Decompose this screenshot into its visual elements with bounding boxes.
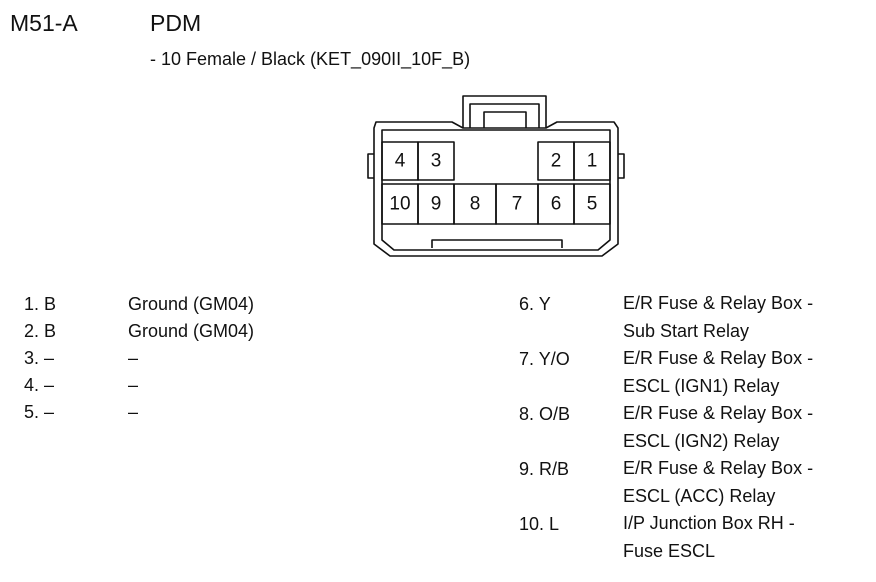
pin-row: 5. – – — [24, 398, 254, 425]
pin-function-line: I/P Junction Box RH - — [623, 513, 795, 533]
pin-number: 7 — [512, 194, 523, 215]
connector-face-diagram: 4 3 2 1 10 9 8 7 6 5 — [367, 95, 625, 257]
pin-number: 1 — [587, 151, 598, 172]
pin-cavity — [417, 141, 455, 181]
pin-function-line: E/R Fuse & Relay Box - — [623, 293, 814, 313]
pin-function-line: E/R Fuse & Relay Box - — [623, 458, 814, 478]
pin-label: 7. Y/O — [519, 349, 570, 369]
pin-label: 1. B — [24, 294, 57, 314]
pin-label: 3. – — [24, 348, 55, 368]
pin-number: 9 — [431, 194, 442, 215]
pin-function: Ground (GM04) — [128, 321, 255, 341]
pin-function-line: E/R Fuse & Relay Box - — [623, 348, 814, 368]
pin-number: 3 — [431, 151, 442, 172]
pin-number: 8 — [470, 194, 481, 215]
component-name: PDM — [150, 10, 202, 36]
pin-row: 2. B Ground (GM04) — [24, 317, 254, 344]
pin-function: – — [128, 348, 139, 368]
pin-row: 3. – – — [24, 344, 254, 371]
pin-function: Ground (GM04) — [128, 294, 255, 314]
pin-label: 2. B — [24, 321, 57, 341]
pin-function: – — [128, 402, 139, 422]
pin-row: 1. B Ground (GM04) — [24, 290, 254, 317]
pin-function-line: E/R Fuse & Relay Box - — [623, 403, 814, 423]
pin-row: 6. Y E/R Fuse & Relay Box - Sub Start Re… — [519, 290, 813, 345]
pin-number: 10 — [389, 194, 410, 215]
pin-row: 8. O/B E/R Fuse & Relay Box - ESCL (IGN2… — [519, 400, 813, 455]
pin-label: 4. – — [24, 375, 55, 395]
connector-code: M51-A — [10, 10, 78, 36]
pin-label: 10. L — [519, 514, 560, 534]
pin-number: 5 — [587, 194, 598, 215]
connector-side-notch-left — [367, 153, 374, 179]
pin-function-line: ESCL (ACC) Relay — [623, 485, 776, 506]
pin-row: 9. R/B E/R Fuse & Relay Box - ESCL (ACC)… — [519, 455, 813, 510]
pin-cavity — [573, 183, 611, 225]
pin-function-line: Fuse ESCL — [623, 540, 716, 561]
pin-label: 8. O/B — [519, 404, 571, 424]
connector-lock-tab — [462, 95, 547, 128]
pin-function-line: Sub Start Relay — [623, 320, 750, 341]
pin-function-line: ESCL (IGN2) Relay — [623, 430, 780, 451]
pin-list-right: 6. Y E/R Fuse & Relay Box - Sub Start Re… — [519, 290, 813, 565]
pin-function-line: ESCL (IGN1) Relay — [623, 375, 780, 396]
pin-label: 5. – — [24, 402, 55, 422]
pin-label: 9. R/B — [519, 459, 570, 479]
connector-housing — [373, 121, 619, 257]
pin-row: 4. – – — [24, 371, 254, 398]
connector-description: - 10 Female / Black (KET_090II_10F_B) — [150, 49, 471, 69]
connector-bottom-key — [431, 239, 563, 248]
pin-cavity — [573, 141, 611, 181]
pin-function: – — [128, 375, 139, 395]
pin-row: 7. Y/O E/R Fuse & Relay Box - ESCL (IGN1… — [519, 345, 813, 400]
pin-number: 2 — [551, 151, 562, 172]
pin-list-left: 1. B Ground (GM04) 2. B Ground (GM04) 3.… — [24, 290, 254, 425]
pin-row: 10. L I/P Junction Box RH - Fuse ESCL — [519, 510, 813, 565]
pin-number: 6 — [551, 194, 562, 215]
connector-side-notch-right — [618, 153, 625, 179]
pin-number: 4 — [395, 151, 406, 172]
pin-label: 6. Y — [519, 294, 551, 314]
